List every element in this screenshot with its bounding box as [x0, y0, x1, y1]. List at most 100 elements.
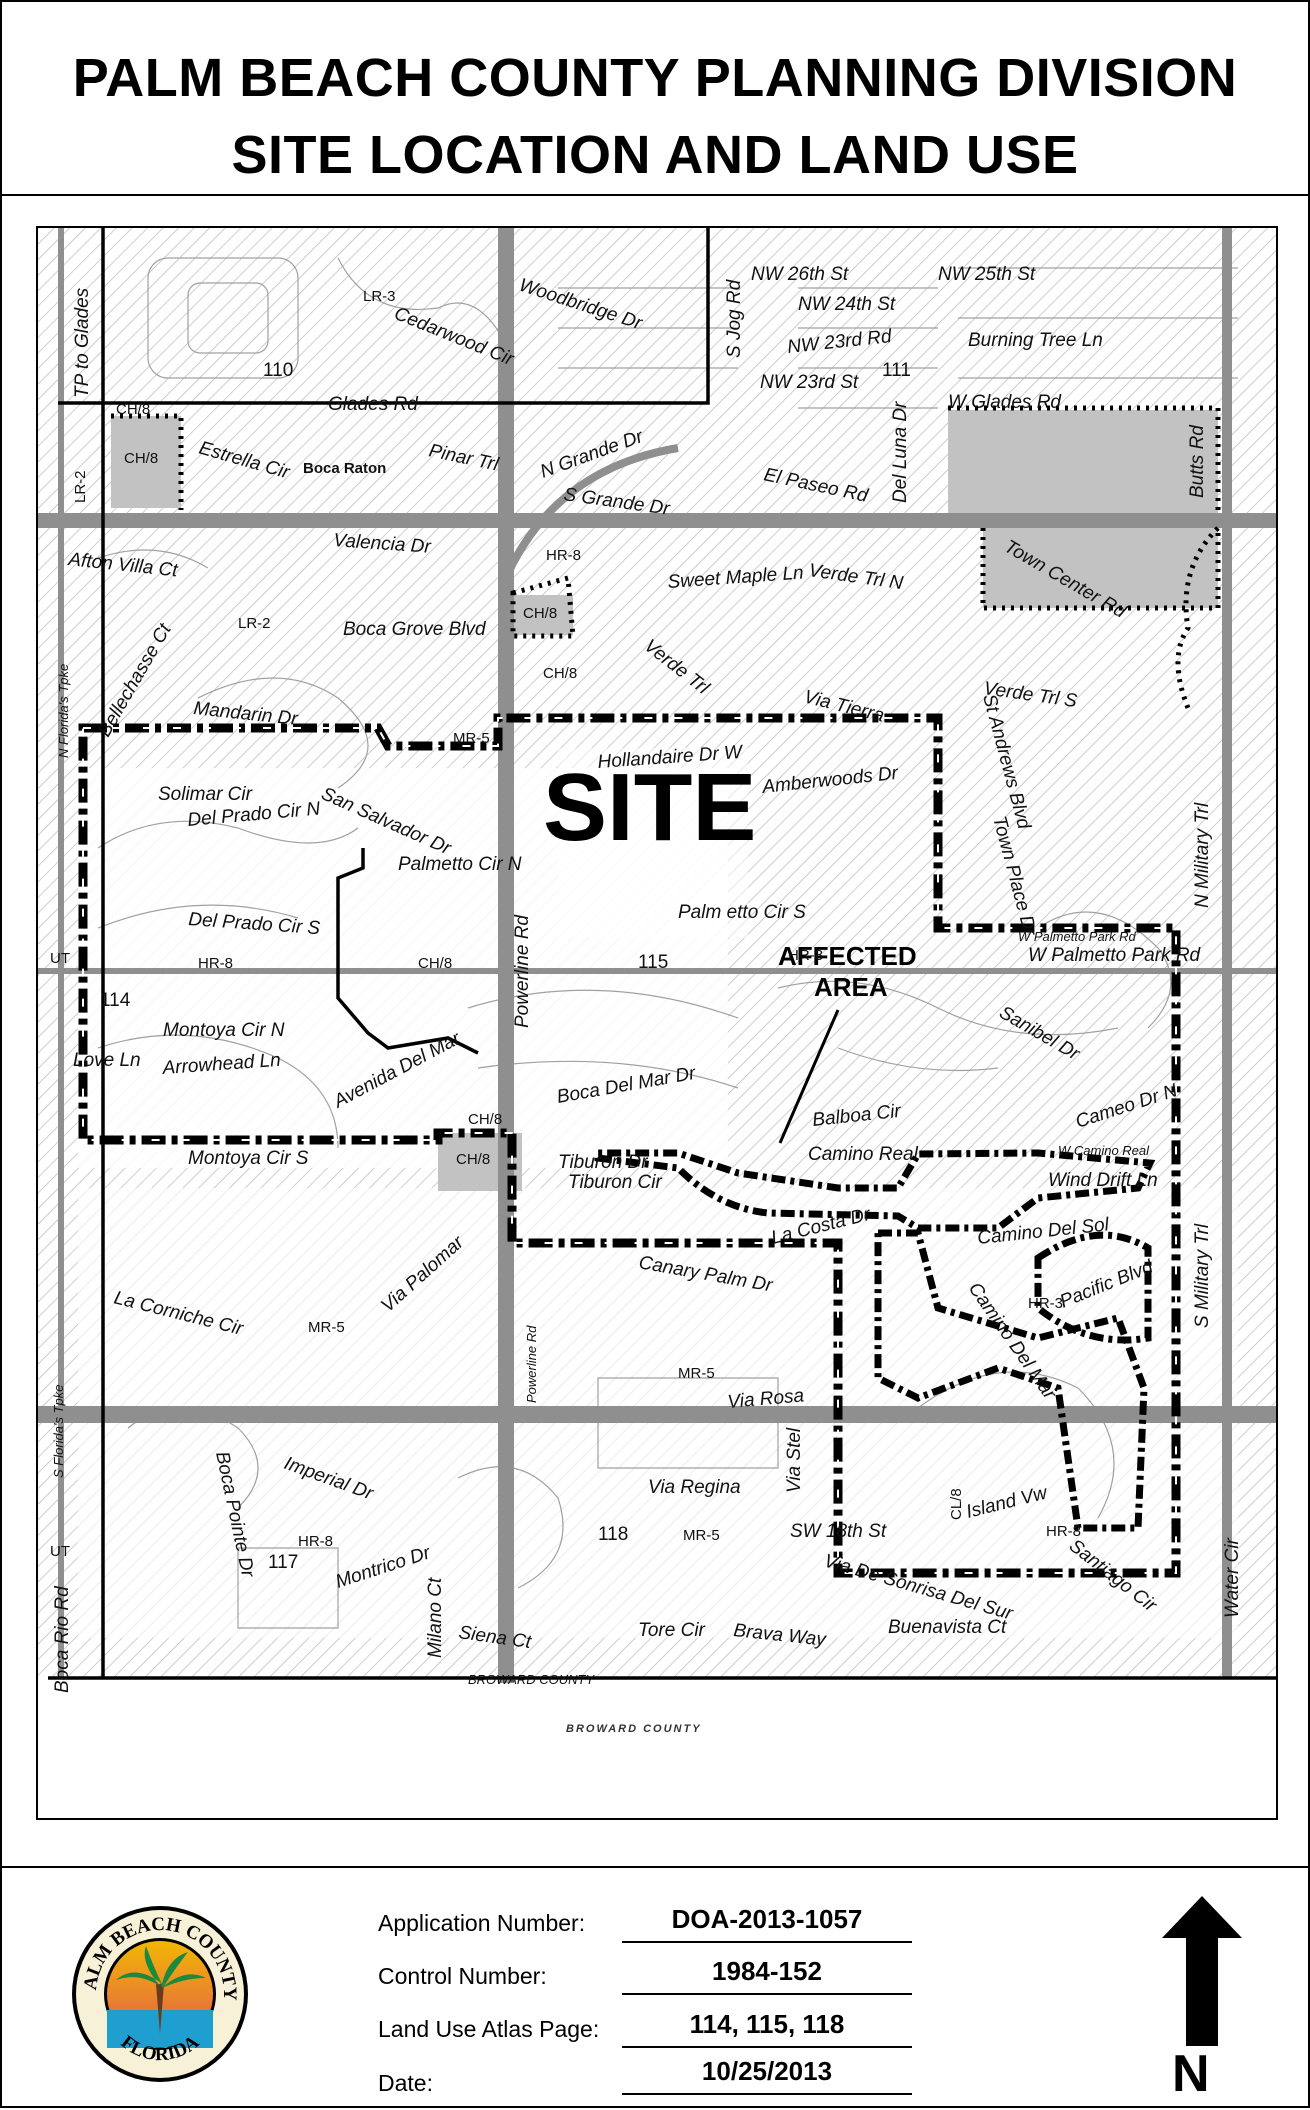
- dotted-boundaries: [111, 405, 1221, 709]
- street-n-florida-tpke: N Florida's Tpke: [56, 664, 71, 758]
- atlas-page-114: 114: [100, 990, 131, 1011]
- street-boca-grove: Boca Grove Blvd: [343, 619, 487, 640]
- date-label: Date:: [378, 2070, 433, 2096]
- street-montoya-n: Montoya Cir N: [163, 1020, 285, 1041]
- zone-lr2-west: LR-2: [72, 470, 89, 503]
- street-w-camino-real: W Camino Real: [1058, 1143, 1150, 1158]
- zone-hr3: HR-3: [1028, 1295, 1063, 1312]
- zone-hr8-site: HR-8: [788, 947, 823, 964]
- street-s-florida-tpke: S Florida's Tpke: [51, 1384, 66, 1478]
- broward-county-label: BROWARD COUNTY: [566, 1723, 702, 1735]
- site-boundary-inner: [82, 717, 1177, 1574]
- street-tore: Tore Cir: [638, 1620, 706, 1641]
- title-line-2: SITE LOCATION AND LAND USE: [231, 125, 1079, 185]
- atlas-page-118: 118: [598, 1524, 628, 1545]
- street-butts-rd: Butts Rd: [1187, 424, 1208, 498]
- street-powerline-small: Powerline Rd: [524, 1325, 539, 1403]
- zone-ut-north: UT: [50, 950, 70, 967]
- zone-ch8-south-label: CH/8: [468, 1111, 502, 1128]
- zone-lr3: LR-3: [363, 288, 396, 305]
- street-wind-drift: Wind Drift Ln: [1048, 1170, 1158, 1191]
- palm-beach-county-seal: PALM BEACH COUNTY FLORIDA: [68, 1902, 248, 2082]
- date-value: 10/25/2013: [622, 2056, 912, 2095]
- street-via-regina: Via Regina: [648, 1477, 741, 1498]
- street-love-ln: Love Ln: [73, 1050, 141, 1071]
- street-s-military: S Military Trl: [1192, 1223, 1213, 1328]
- street-nw-26th: NW 26th St: [751, 264, 849, 285]
- street-montoya-s: Montoya Cir S: [188, 1148, 309, 1169]
- zone-ch8-powerline: CH/8: [543, 665, 577, 682]
- street-milano: Milano Ct: [425, 1577, 446, 1658]
- affected-area-label-2: AREA: [814, 972, 888, 1002]
- street-buenavista: Buenavista Ct: [888, 1617, 1007, 1638]
- street-s-jog-rd: S Jog Rd: [724, 278, 745, 358]
- atlas-page-117: 117: [268, 1552, 298, 1573]
- zone-ch8-south: CH/8: [456, 1151, 490, 1168]
- north-arrow-icon: [1162, 1896, 1242, 2046]
- land-use-atlas-page-label: Land Use Atlas Page:: [378, 2016, 600, 2042]
- zone-ch8-grove: CH/8: [523, 605, 557, 622]
- street-via-stel: Via Stel: [784, 1427, 805, 1493]
- palm-fronds-icon: [116, 1946, 206, 1988]
- affected-area-boundary: [594, 1149, 1156, 1532]
- street-nw-25th: NW 25th St: [938, 264, 1036, 285]
- zone-ch8-palmetto: CH/8: [418, 955, 452, 972]
- street-burning-tree: Burning Tree Ln: [968, 330, 1103, 351]
- map-frame[interactable]: SITE AFFECTED AREA BROWARD COUNTY BROWAR…: [36, 226, 1278, 1820]
- site-label: SITE: [543, 754, 756, 861]
- site-location-map: SITE AFFECTED AREA BROWARD COUNTY BROWAR…: [38, 228, 1276, 1735]
- street-solimar: Solimar Cir: [158, 784, 253, 805]
- street-tiburon-cir: Tiburon Cir: [568, 1172, 662, 1193]
- boundary-lines: [48, 228, 1276, 1680]
- residential-area-site: [558, 748, 748, 938]
- commercial-block-town-center: [983, 526, 1218, 608]
- commercial-block-ch8-north: [111, 416, 181, 508]
- street-w-palmetto: W Palmetto Park Rd: [1028, 945, 1202, 966]
- north-label: N: [1172, 2045, 1210, 2103]
- street-sw-18th: SW 18th St: [790, 1521, 887, 1542]
- street-boca-rio: Boca Rio Rd: [52, 1585, 73, 1693]
- zone-ch8-north: CH/8: [116, 401, 150, 418]
- street-w-palmetto-small: W Palmetto Park Rd: [1018, 929, 1137, 944]
- street-w-glades-rd: W Glades Rd: [948, 392, 1062, 413]
- atlas-page-110: 110: [263, 360, 293, 381]
- street-tp-to-glades: TP to Glades: [72, 287, 93, 398]
- affected-area-label-1: AFFECTED: [778, 941, 917, 971]
- street-water: Water Cir: [1222, 1537, 1243, 1618]
- zone-mr5-west: MR-5: [308, 1319, 345, 1336]
- zone-mr5-sw18: MR-5: [683, 1527, 720, 1544]
- zone-cl8: CL/8: [948, 1488, 965, 1520]
- application-number-value: DOA-2013-1057: [622, 1904, 912, 1943]
- title-line-1: PALM BEACH COUNTY PLANNING DIVISION: [72, 48, 1238, 108]
- street-tiburon-dr: Tiburon Dr: [558, 1152, 648, 1173]
- application-number-label: Application Number:: [378, 1910, 586, 1936]
- atlas-page-115: 115: [638, 952, 668, 973]
- header: PALM BEACH COUNTY PLANNING DIVISION SITE…: [2, 2, 1308, 196]
- street-palmetto-cir-n: Palmetto Cir N: [398, 854, 522, 875]
- zone-hr8-west: HR-8: [198, 955, 233, 972]
- street-palmetto-cir-s: Palm etto Cir S: [678, 902, 806, 923]
- zone-hr8-south: HR-8: [298, 1533, 333, 1550]
- zone-mr5-south: MR-5: [678, 1365, 715, 1382]
- control-number-value: 1984-152: [622, 1956, 912, 1995]
- zone-lr2: LR-2: [238, 615, 271, 632]
- commercial-block-boca-grove: [513, 595, 573, 635]
- county-line-label: BROWARD COUNTY: [468, 1672, 595, 1687]
- street-camino-real: Camino Real: [808, 1144, 919, 1165]
- commercial-block-glades: [948, 410, 1218, 515]
- major-roads: [38, 228, 1276, 1683]
- street-del-luna: Del Luna Dr: [890, 401, 911, 503]
- affected-area-pointer: [778, 1009, 840, 1144]
- palm-trunk-icon: [156, 1984, 164, 2034]
- zone-mr5-north: MR-5: [453, 730, 490, 747]
- zone-hr8-north: HR-8: [546, 547, 581, 564]
- area-boca-raton: Boca Raton: [303, 460, 386, 477]
- zone-hr8-east: HR-8: [1046, 1523, 1081, 1540]
- land-use-atlas-page-value: 114, 115, 118: [622, 2009, 912, 2048]
- control-number-label: Control Number:: [378, 1963, 547, 1989]
- street-nw-24th: NW 24th St: [798, 294, 896, 315]
- street-glades-rd: Glades Rd: [328, 394, 419, 415]
- street-powerline: Powerline Rd: [512, 914, 533, 1028]
- zone-ch8-block: CH/8: [124, 450, 158, 467]
